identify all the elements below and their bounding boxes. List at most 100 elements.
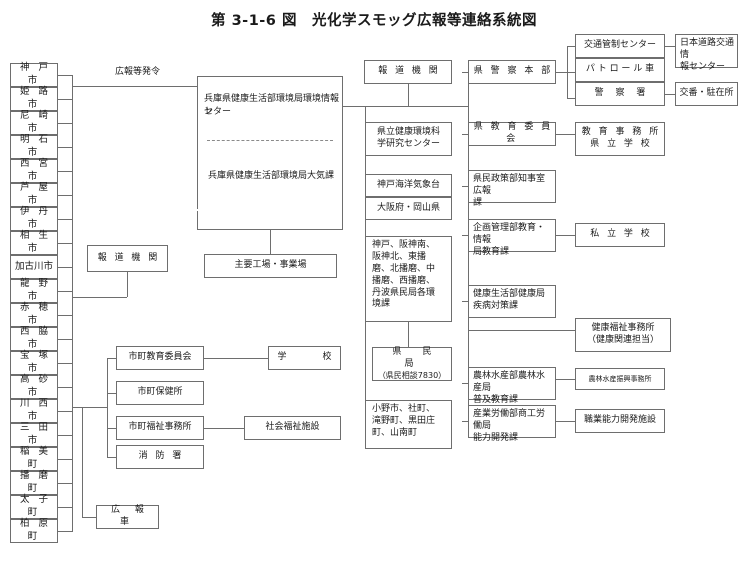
list-item[interactable]: 相 生 市 <box>10 230 58 255</box>
police-station-box[interactable]: 警 察 署 <box>575 82 665 106</box>
connector <box>556 421 575 422</box>
kobe-marine-observatory-box[interactable]: 神戸海洋気象台 <box>365 174 452 197</box>
list-item[interactable]: 播 磨 町 <box>10 470 58 495</box>
list-item[interactable]: 高 砂 市 <box>10 374 58 399</box>
list-item[interactable]: 明 石 市 <box>10 134 58 159</box>
connector <box>58 291 72 292</box>
japan-road-traffic-info-center-box[interactable]: 日本道路交通情 報センター <box>675 34 738 72</box>
school-box[interactable]: 学 校 <box>268 346 341 370</box>
connector <box>58 195 72 196</box>
education-office-prefectural-school-box[interactable]: 教 育 事 務 所 県 立 学 校 <box>575 122 665 156</box>
list-item[interactable]: 三 田 市 <box>10 422 58 447</box>
line1: 日本道路交通情 <box>680 38 735 60</box>
connector <box>556 134 575 135</box>
social-welfare-facility-box[interactable]: 社会福祉施設 <box>244 416 341 440</box>
connector <box>72 407 82 408</box>
connector <box>58 123 72 124</box>
municipal-board-of-education-box[interactable]: 市町教育委員会 <box>116 346 204 370</box>
planning-education-division-box[interactable]: 企画管理部教育・情報 局教育課 <box>468 219 556 257</box>
connector <box>567 98 575 99</box>
press-organizations-top-box[interactable]: 報 道 機 関 <box>364 60 452 84</box>
koho-hatsurei-label: 広報等発令 <box>113 64 163 77</box>
connector <box>58 243 72 244</box>
list-item[interactable]: 伊 丹 市 <box>10 206 58 231</box>
connector <box>462 134 470 135</box>
municipal-health-center-box[interactable]: 市町保健所 <box>116 381 204 405</box>
list-item[interactable]: 宝 塚 市 <box>10 350 58 375</box>
list-item[interactable]: 西 宮 市 <box>10 158 58 183</box>
connector <box>556 235 575 236</box>
traffic-control-center-box[interactable]: 交通管制センター <box>575 34 665 58</box>
public-relations-division-box[interactable]: 県民政策部知事室広報 課 <box>468 170 556 208</box>
ono-yashiro-towns-box[interactable]: 小野市、社町、 滝野町、黒田庄 町、山南町 <box>365 400 452 449</box>
list-item[interactable]: 姫 路 市 <box>10 86 58 111</box>
public-relations-vehicle-box[interactable]: 広 報 車 <box>96 505 159 529</box>
atmosphere-division-label: 兵庫県健康生活部環境局大気課 <box>207 171 334 181</box>
list-item[interactable]: 尼 崎 市 <box>10 110 58 135</box>
connector <box>58 507 72 508</box>
vocational-ability-division-box[interactable]: 産業労働部商工労働局 能力開発課 <box>468 405 556 443</box>
spacer3 <box>204 208 208 210</box>
spacer <box>197 209 201 211</box>
list-item[interactable]: 稲 美 町 <box>10 446 58 471</box>
connector <box>58 483 72 484</box>
connector <box>665 46 675 47</box>
line2: 局教育課 <box>473 246 510 257</box>
prefectural-residents-bureau-box[interactable]: 県 民 局 （県民相談7830） <box>372 347 452 381</box>
regional-bureaus-env-divisions-box[interactable]: 神戸、阪神南、 阪神北、東播 磨、北播磨、中 播磨、西播磨、 丹波県民局各環 境… <box>365 236 452 322</box>
health-env-research-center-box[interactable]: 県立健康環境科 学研究センター <box>365 122 452 156</box>
list-item[interactable]: 柏 原 町 <box>10 518 58 543</box>
connector <box>58 531 72 532</box>
list-item[interactable]: 川 西 市 <box>10 398 58 423</box>
connector <box>107 358 116 359</box>
list-item[interactable]: 西 脇 市 <box>10 326 58 351</box>
disease-control-division-box[interactable]: 健康生活部健康局 疾病対策課 <box>468 285 556 318</box>
list-item[interactable]: 赤 穂 市 <box>10 302 58 327</box>
agriculture-extension-division-box[interactable]: 農林水産部農林水産局 普及教育課 <box>468 367 556 405</box>
connector <box>107 393 116 394</box>
connector <box>462 72 470 73</box>
connector <box>72 297 127 298</box>
list-item[interactable]: 芦 屋 市 <box>10 182 58 207</box>
list-item[interactable]: 加古川市 <box>10 255 58 279</box>
connector <box>58 147 72 148</box>
connector <box>82 517 96 518</box>
osaka-okayama-box[interactable]: 大阪府・岡山県 <box>365 197 452 220</box>
connector <box>408 322 409 347</box>
line1: 県 民 局 <box>392 346 453 369</box>
connector <box>556 72 567 73</box>
press-organizations-left-box[interactable]: 報 道 機 関 <box>87 245 168 272</box>
list-item[interactable]: 太 子 町 <box>10 494 58 519</box>
connector <box>462 301 470 302</box>
env-info-center-box[interactable]: 兵庫県健康生活部環境局環境情報セ ンター 兵庫県健康生活部環境局大気課 <box>197 76 343 230</box>
major-factories-box[interactable]: 主要工場・事業場 <box>204 254 337 278</box>
connector <box>58 171 72 172</box>
vocational-training-facility-box[interactable]: 職業能力開発施設 <box>575 409 665 433</box>
health-welfare-office-box[interactable]: 健康福祉事務所 （健康関連担当） <box>575 318 671 352</box>
police-box-residence-box[interactable]: 交番・駐在所 <box>675 82 738 106</box>
list-item[interactable]: 神 戸 市 <box>10 62 58 87</box>
line2: 能力開発課 <box>473 432 519 443</box>
connector <box>58 75 72 76</box>
agriculture-promotion-office-box[interactable]: 農林水産振興事務所 <box>575 368 665 390</box>
line2: 課 <box>473 197 483 208</box>
line1: 県民政策部知事室広報 <box>473 174 546 196</box>
connector <box>665 94 675 95</box>
private-school-box[interactable]: 私 立 学 校 <box>575 223 665 247</box>
prefectural-board-of-education-box[interactable]: 県 教 育 委 員 会 <box>468 122 556 146</box>
connector <box>270 230 271 254</box>
connector-bus-top <box>72 86 197 87</box>
connector <box>58 315 72 316</box>
fire-station-box[interactable]: 消 防 署 <box>116 445 204 469</box>
line1: 健康福祉事務所 <box>591 323 655 334</box>
list-item[interactable]: 龍 野 市 <box>10 278 58 303</box>
connector <box>462 383 470 384</box>
municipal-welfare-office-box[interactable]: 市町福祉事務所 <box>116 416 204 440</box>
line2: 疾病対策課 <box>473 300 519 311</box>
line3: 町、山南町 <box>372 427 418 438</box>
env-info-center-line1: 兵庫県健康生活部環境局環境情報セ <box>204 94 340 117</box>
page-title: 第 3-1-6 図 光化学スモッグ広報等連絡系統図 <box>211 13 537 29</box>
prefectural-police-hq-box[interactable]: 県 警 察 本 部 <box>468 60 556 84</box>
patrol-car-box[interactable]: パ ト ロ ー ル 車 <box>575 58 665 82</box>
